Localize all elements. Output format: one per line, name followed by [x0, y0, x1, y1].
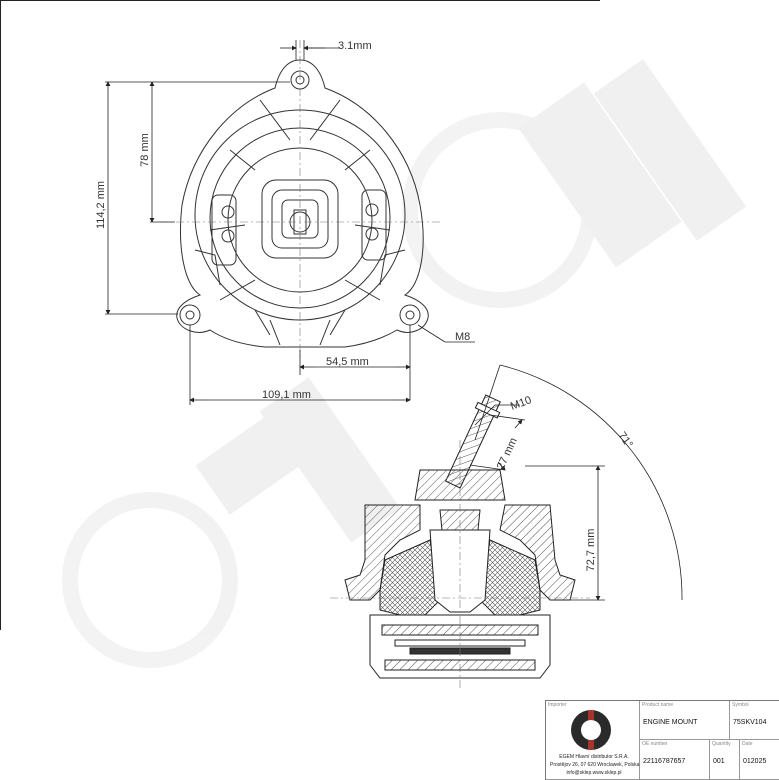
dim-stud-27: 27 mm — [495, 436, 520, 472]
rubber-core-right — [479, 539, 541, 621]
symbol-cell: Symbol 75SKV104 — [730, 701, 779, 740]
oe-cell: OE number 22116787657 — [640, 740, 710, 780]
top-view — [176, 59, 429, 348]
section-view — [344, 394, 576, 679]
symbol-value: 75SKV104 — [733, 719, 767, 726]
frame-top-border — [0, 0, 600, 1]
product-name-header: Product name — [642, 702, 674, 708]
section-dimensions — [469, 364, 683, 601]
oe-number: 22116787657 — [643, 758, 686, 765]
importer-cell: Importer EGEM Hlavní distributor S.R.A. … — [546, 701, 640, 780]
left-mount-hole — [179, 304, 201, 326]
product-name-cell: Product name ENGINE MOUNT — [640, 701, 730, 740]
symbol-header: Symbol — [732, 702, 749, 708]
rubber-core-left — [379, 539, 441, 621]
date-header: Date — [742, 741, 753, 747]
importer-address-1: EGEM Hlavní distributor S.R.A. — [559, 754, 629, 760]
importer-logo-icon — [571, 710, 611, 750]
mount-outline — [176, 59, 429, 348]
title-block: Importer EGEM Hlavní distributor S.R.A. … — [545, 700, 779, 780]
dim-height-72: 72,7 mm — [585, 529, 597, 572]
product-name: ENGINE MOUNT — [643, 719, 698, 726]
dim-top-width: 3.1mm — [338, 40, 372, 52]
watermark — [62, 59, 747, 668]
importer-address-2: Prostějov 26, 07 620 Wroclawek, Polska — [550, 762, 640, 768]
dim-thread-m8: M8 — [455, 331, 470, 343]
frame-left-border — [0, 0, 1, 630]
section-centerline — [330, 440, 590, 690]
importer-address-3: info@sklep.www.sklep.pl — [566, 770, 622, 776]
top-dimensions — [105, 40, 475, 405]
date-cell: Date 012025 — [740, 740, 779, 780]
top-centerlines — [160, 40, 440, 360]
dim-width-109: 109,1 mm — [262, 389, 311, 401]
dim-thread-m10: M10 — [509, 394, 533, 413]
importer-header: Importer — [548, 702, 567, 708]
right-mount-hole — [399, 304, 421, 326]
dim-height-78: 78 mm — [139, 133, 151, 167]
dim-height-114: 114,2 mm — [95, 181, 107, 229]
dim-offset-54: 54,5 mm — [326, 356, 369, 368]
qty-value: 001 — [713, 758, 725, 765]
qty-cell: Quantity 001 — [710, 740, 740, 780]
qty-header: Quantity — [712, 741, 731, 747]
dim-angle-71: 71° — [616, 430, 635, 451]
oe-header: OE number — [642, 741, 668, 747]
date-value: 012025 — [743, 758, 767, 765]
